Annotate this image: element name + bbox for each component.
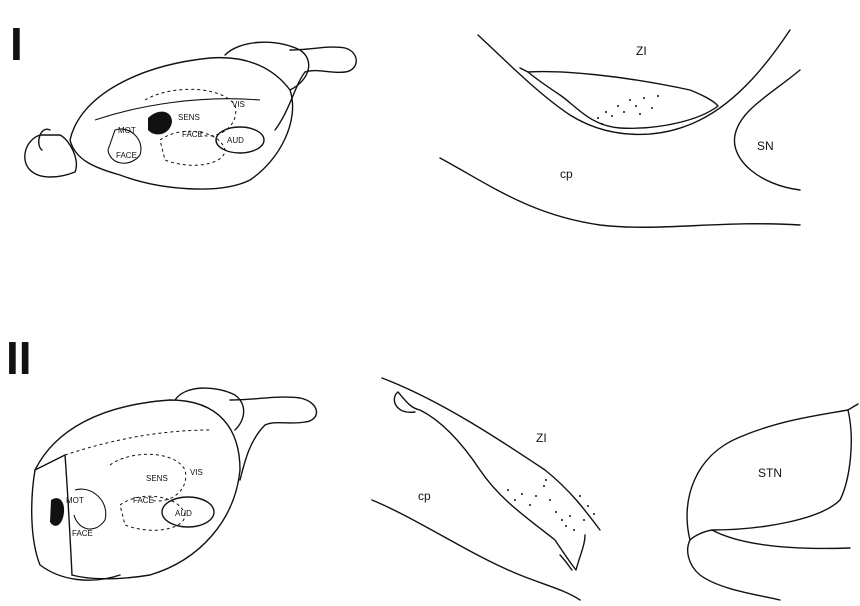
dot (587, 505, 589, 507)
dot (583, 519, 585, 521)
panel-2-stn-bottom-edge (712, 530, 850, 548)
panel-2-label-face2: FACE (133, 496, 154, 505)
panel-1-cortex-outline (70, 58, 293, 189)
panel-1-lesion (148, 112, 172, 135)
dot (535, 495, 537, 497)
dot (605, 111, 607, 113)
panel-2-zi-tip (394, 392, 415, 412)
dot (657, 95, 659, 97)
dot (561, 519, 563, 521)
dot (549, 499, 551, 501)
dot (593, 513, 595, 515)
dot (601, 123, 603, 125)
panel-1-label-sens: SENS (178, 113, 200, 122)
panel-1-lower-boundary (440, 158, 800, 227)
panel-2-label-aud: AUD (175, 509, 192, 518)
dot (635, 105, 637, 107)
dot (597, 117, 599, 119)
dot (629, 99, 631, 101)
panel-1-zi-region (528, 72, 718, 129)
panel-1-label-zi: ZI (636, 44, 647, 58)
panel-2-lower-boundary (372, 500, 580, 600)
panel-1-section: ZI SN cp (440, 30, 800, 227)
panel-2-section-right: STN (687, 404, 858, 600)
dot (514, 499, 516, 501)
dot (623, 111, 625, 113)
panel-1: I MOT FACE SENS FACE VIS (10, 18, 800, 227)
olfactory-bulb-1 (25, 135, 77, 177)
panel-1-label-sn: SN (757, 139, 774, 153)
dot (521, 493, 523, 495)
panel-2-label-mot: MOT (66, 496, 84, 505)
panel-1-label-mot: MOT (118, 126, 136, 135)
panel-1-zi-tip (520, 68, 528, 72)
panel-1-brainstem (275, 47, 356, 130)
dot (507, 489, 509, 491)
panel-2-stn-fold (688, 540, 780, 600)
panel-2-section-left: ZI cp (372, 378, 600, 600)
panel-2-label-sens: SENS (146, 474, 168, 483)
dot (579, 495, 581, 497)
dot (573, 529, 575, 531)
dot (543, 485, 545, 487)
dot (569, 515, 571, 517)
panel-2-midline (65, 430, 210, 455)
panel-1-zi-dots (597, 95, 659, 125)
panel-1-numeral: I (10, 18, 23, 70)
panel-1-label-aud: AUD (227, 136, 244, 145)
panel-2-label-cp: cp (418, 489, 431, 503)
panel-1-label-face1: FACE (116, 151, 137, 160)
dot (651, 107, 653, 109)
dot (555, 511, 557, 513)
panel-1-label-vis: VIS (232, 100, 245, 109)
dot (639, 113, 641, 115)
dot (617, 105, 619, 107)
olfactory-bulb-2 (39, 129, 50, 150)
panel-1-label-cp: cp (560, 167, 573, 181)
dot (643, 97, 645, 99)
panel-2-frontal-face (32, 470, 120, 580)
dot (529, 504, 531, 506)
panel-1-label-face2: FACE (182, 130, 203, 139)
panel-2-upper-boundary (382, 378, 600, 530)
panel-2-stn-tip (848, 404, 858, 410)
panel-2-label-stn: STN (758, 466, 782, 480)
dot (611, 115, 613, 117)
panel-2-label-zi: ZI (536, 431, 547, 445)
panel-2-label-vis: VIS (190, 468, 203, 477)
panel-1-brain: MOT FACE SENS FACE VIS AUD (25, 42, 356, 189)
panel-2-label-face1: FACE (72, 529, 93, 538)
panel-2-zi-dots (507, 479, 595, 531)
panel-2-lesion (50, 498, 64, 526)
dot (545, 479, 547, 481)
panel-2-numeral: II (6, 332, 32, 384)
panel-2-cortex-outline (35, 400, 240, 579)
panel-2-brain: MOT FACE SENS FACE VIS AUD (32, 388, 317, 580)
dot (565, 525, 567, 527)
panel-2: II MOT FACE SENS FACE VIS (6, 332, 858, 600)
